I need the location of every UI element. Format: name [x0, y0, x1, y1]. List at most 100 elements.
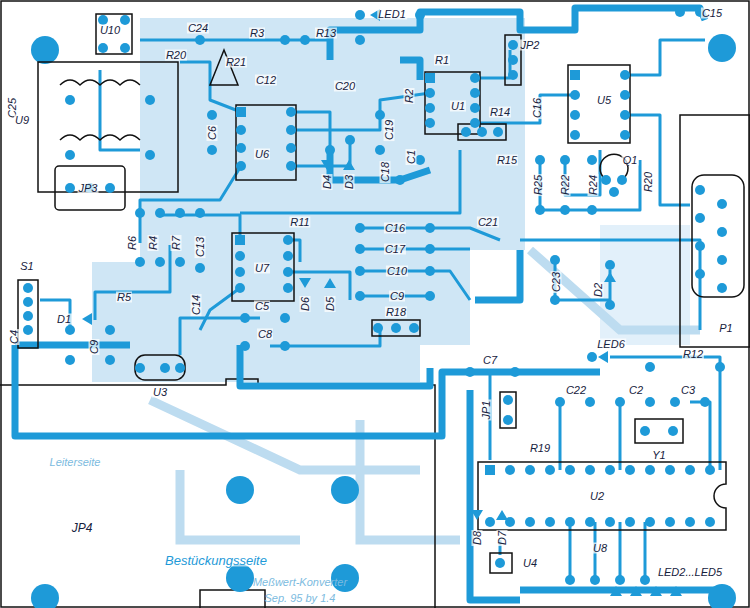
signal-traces: [180, 318, 260, 355]
solder-pad: [560, 155, 570, 165]
solder-pad: [620, 70, 630, 80]
solder-pad: [470, 73, 480, 83]
solder-pad: [705, 465, 715, 475]
solder-pad: [620, 110, 630, 120]
part-label: C12: [255, 75, 277, 86]
solder-pad: [503, 415, 513, 425]
solder-pad: [645, 362, 655, 372]
part-label: Y1: [651, 450, 666, 461]
solder-pad: [715, 362, 725, 372]
part-label: LED6: [596, 339, 626, 350]
part-label: C3: [680, 385, 696, 396]
solder-pad: [525, 517, 535, 527]
solder-pad: [495, 558, 505, 568]
solder-pad: [625, 465, 635, 475]
solder-pad: [508, 55, 518, 65]
mounting-hole: [31, 584, 59, 608]
part-label: S1: [19, 261, 34, 272]
signal-traces: [95, 245, 170, 320]
solder-pad: [587, 352, 597, 362]
solder-pad: [505, 465, 515, 475]
solder-pad: [280, 313, 290, 323]
part-label: U6: [254, 149, 270, 160]
solder-pad: [175, 363, 185, 373]
part-label: R2: [404, 88, 415, 104]
board-watermark: Meßwert-Konverter: [252, 577, 348, 588]
solder-pad: [545, 517, 555, 527]
solder-pad: [570, 90, 580, 100]
part-label: C14: [191, 294, 202, 316]
solder-pad: [145, 95, 155, 105]
mounting-hole: [708, 34, 736, 62]
part-label: U4: [522, 558, 538, 569]
signal-traces: [600, 160, 640, 210]
solder-pad: [135, 208, 145, 218]
part-label: U2: [589, 491, 605, 502]
solder-pad: [280, 341, 290, 351]
solder-pad: [195, 35, 205, 45]
solder-pad: [280, 35, 290, 45]
mounting-hole: [31, 34, 736, 608]
solder-pad: [605, 300, 615, 310]
part-label: LED1: [377, 9, 407, 20]
solder-pad: [470, 88, 480, 98]
solder-pad: [355, 35, 365, 45]
part-label: U3: [152, 387, 168, 398]
part-label: C23: [551, 271, 562, 293]
solder-pad: [355, 10, 365, 20]
part-label: R3: [249, 28, 265, 39]
solder-pad: [645, 517, 655, 527]
part-label: D7: [497, 530, 508, 546]
solder-pad: [508, 70, 518, 80]
part-label: C16: [384, 223, 406, 234]
part-label: R4: [148, 235, 159, 251]
solder-pad: [175, 257, 185, 267]
part-label: D5: [325, 296, 336, 312]
thick-traces: [15, 8, 730, 600]
solder-pad: [286, 161, 296, 171]
part-label: R13: [315, 28, 337, 39]
diode-symbol: [610, 586, 682, 596]
part-label: U9: [14, 115, 30, 126]
solder-pad: [355, 244, 365, 254]
solder-pad: [695, 241, 705, 251]
solder-pad: [485, 517, 495, 527]
solder-pad: [620, 130, 630, 140]
solder-pad: [425, 118, 435, 128]
solder-pad: [155, 257, 165, 267]
signal-traces: [610, 357, 720, 470]
solder-pad: [283, 267, 293, 277]
signal-traces: [555, 260, 610, 300]
part-label: R18: [385, 307, 407, 318]
signal-traces: [520, 240, 700, 330]
part-label: R5: [116, 292, 132, 303]
part-label: C15: [701, 8, 723, 19]
solder-pad: [195, 208, 205, 218]
solder-pad: [700, 397, 710, 407]
solder-pad: [355, 266, 365, 276]
solder-pad: [236, 125, 246, 135]
signal-traces: [690, 402, 710, 470]
solder-pad: [470, 118, 480, 128]
solder-pad: [425, 88, 435, 98]
solder-pad: [461, 127, 471, 137]
solder-pad: [425, 266, 435, 276]
part-label: JP4: [71, 522, 94, 534]
solder-pad: [605, 517, 615, 527]
solder-pad: [425, 291, 435, 301]
solder-pad: [717, 255, 727, 265]
solder-pad: [570, 110, 580, 120]
part-label: C6: [207, 125, 218, 141]
solder-pad: [503, 395, 513, 405]
solder-pad: [570, 70, 580, 80]
component-outline: [425, 72, 480, 134]
part-label: R22: [560, 174, 571, 196]
part-label: C13: [195, 236, 206, 258]
component-outline: [135, 355, 185, 380]
solder-pad: [65, 355, 75, 365]
solder-pad: [23, 283, 33, 293]
frame: [200, 590, 265, 608]
board-watermark: Leiterseite: [49, 457, 102, 468]
